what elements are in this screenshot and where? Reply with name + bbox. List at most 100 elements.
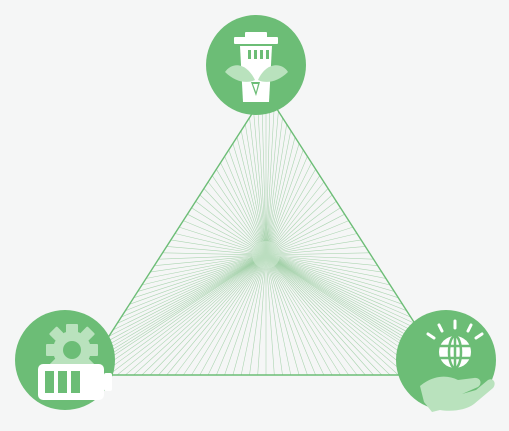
- sunburst-ray: [265, 254, 349, 376]
- sunburst-ray: [265, 143, 300, 256]
- sunburst-ray: [265, 254, 374, 376]
- sunburst-ray: [195, 201, 267, 256]
- node-top: [206, 15, 306, 115]
- sunburst-ray: [158, 254, 267, 376]
- sunburst-ray: [265, 130, 292, 256]
- sunburst-ray: [265, 98, 271, 256]
- sunburst-ray: [199, 254, 267, 376]
- sunburst-ray: [100, 254, 267, 350]
- sunburst-ray: [265, 254, 308, 376]
- sunburst-ray: [265, 254, 358, 376]
- sunburst-ray: [183, 220, 267, 256]
- globe-in-hand-icon: [420, 319, 495, 412]
- sunburst-ray: [191, 207, 267, 256]
- sunburst-ray: [265, 254, 325, 376]
- sunburst-ray: [133, 254, 267, 376]
- sunburst-ray: [265, 254, 316, 376]
- sunburst-ray: [265, 254, 424, 337]
- sunburst-ray: [216, 254, 267, 376]
- sunburst-ray: [96, 254, 267, 356]
- sunburst-ray: [125, 254, 267, 311]
- sunburst-ray: [108, 254, 267, 376]
- sunburst-ray: [265, 254, 374, 260]
- sunburst-ray: [265, 254, 333, 376]
- sunburst-ray: [265, 254, 403, 305]
- sunburst-ray: [232, 254, 267, 376]
- sunburst-ray: [228, 149, 267, 256]
- sunburst-ray: [92, 254, 267, 376]
- sunburst-ray: [183, 254, 267, 376]
- sunburst-ray: [265, 254, 420, 331]
- sunburst-ray: [265, 254, 395, 292]
- sunburst-ray: [104, 254, 267, 344]
- sunburst-ray: [265, 254, 292, 376]
- sunburst-ray: [158, 254, 267, 260]
- sunburst-ray: [162, 252, 267, 256]
- sunburst-rays: [83, 92, 449, 376]
- node-bottom-left: [15, 310, 115, 410]
- sunburst-ray: [170, 239, 267, 256]
- sunburst-ray: [265, 233, 358, 256]
- sunburst-ray: [211, 175, 267, 256]
- sunburst-ray: [265, 254, 407, 311]
- sunburst-ray: [207, 254, 267, 376]
- sunburst-ray: [265, 213, 345, 256]
- sunburst-ray: [199, 194, 267, 256]
- sunburst-ray: [224, 156, 267, 256]
- sunburst-ray: [150, 254, 267, 273]
- sunburst-ray: [121, 254, 267, 318]
- sunburst-ray: [265, 162, 312, 256]
- sunburst-ray: [257, 254, 267, 376]
- sunburst-ray: [232, 143, 267, 256]
- sunburst-ray: [265, 254, 275, 376]
- recycling-bin-leaves-icon: [225, 32, 288, 102]
- sunburst-ray: [265, 254, 383, 376]
- sunburst-ray: [249, 117, 267, 256]
- sunburst-ray: [220, 162, 267, 256]
- sunburst-ray: [129, 254, 267, 305]
- sunburst-ray: [240, 254, 267, 376]
- sunburst-ray: [265, 254, 428, 344]
- battery-icon: [38, 364, 112, 400]
- sunburst-ray: [265, 254, 382, 273]
- sunburst-ray: [174, 254, 267, 376]
- sunburst-ray: [174, 233, 267, 256]
- sunburst-ray: [265, 207, 341, 256]
- sunburst-ray: [265, 104, 275, 256]
- sunburst-ray: [261, 98, 267, 256]
- sunburst-ray: [216, 169, 267, 256]
- sunburst-ray: [265, 254, 416, 324]
- sunburst-ray: [265, 117, 283, 256]
- battery-gear-icon: [38, 324, 112, 400]
- sunburst-ray: [265, 169, 316, 256]
- sunburst-ray: [133, 254, 267, 299]
- sunburst-ray: [125, 254, 267, 376]
- sunburst-ray: [265, 124, 287, 256]
- sunburst-ray: [253, 111, 267, 256]
- sunburst-ray: [245, 124, 267, 256]
- sunburst-ray: [149, 254, 267, 376]
- sunburst-ray: [203, 188, 267, 256]
- sunburst-ray: [265, 254, 407, 376]
- sunburst-ray: [112, 254, 267, 331]
- sunburst-ray: [265, 254, 391, 286]
- sunburst-ray: [166, 254, 267, 376]
- sunburst-ray: [265, 254, 411, 318]
- sunburst-ray: [265, 181, 325, 256]
- sunburst-ray: [265, 254, 399, 299]
- sunburst-ray: [265, 111, 279, 256]
- sunburst-ray: [207, 181, 267, 256]
- sunburst-ray: [191, 254, 267, 376]
- sunburst-ray: [265, 220, 349, 256]
- sunburst-ray: [141, 254, 267, 376]
- sunburst-ray: [265, 226, 353, 256]
- sunburst-ray: [92, 254, 267, 363]
- sunburst-ray: [145, 254, 267, 279]
- sunburst-ray: [265, 254, 300, 376]
- sunburst-ray: [116, 254, 267, 324]
- sunburst-ray: [265, 254, 366, 376]
- sunburst-ray: [154, 254, 267, 266]
- sunburst-ray: [265, 175, 321, 256]
- sunburst-ray: [100, 254, 267, 376]
